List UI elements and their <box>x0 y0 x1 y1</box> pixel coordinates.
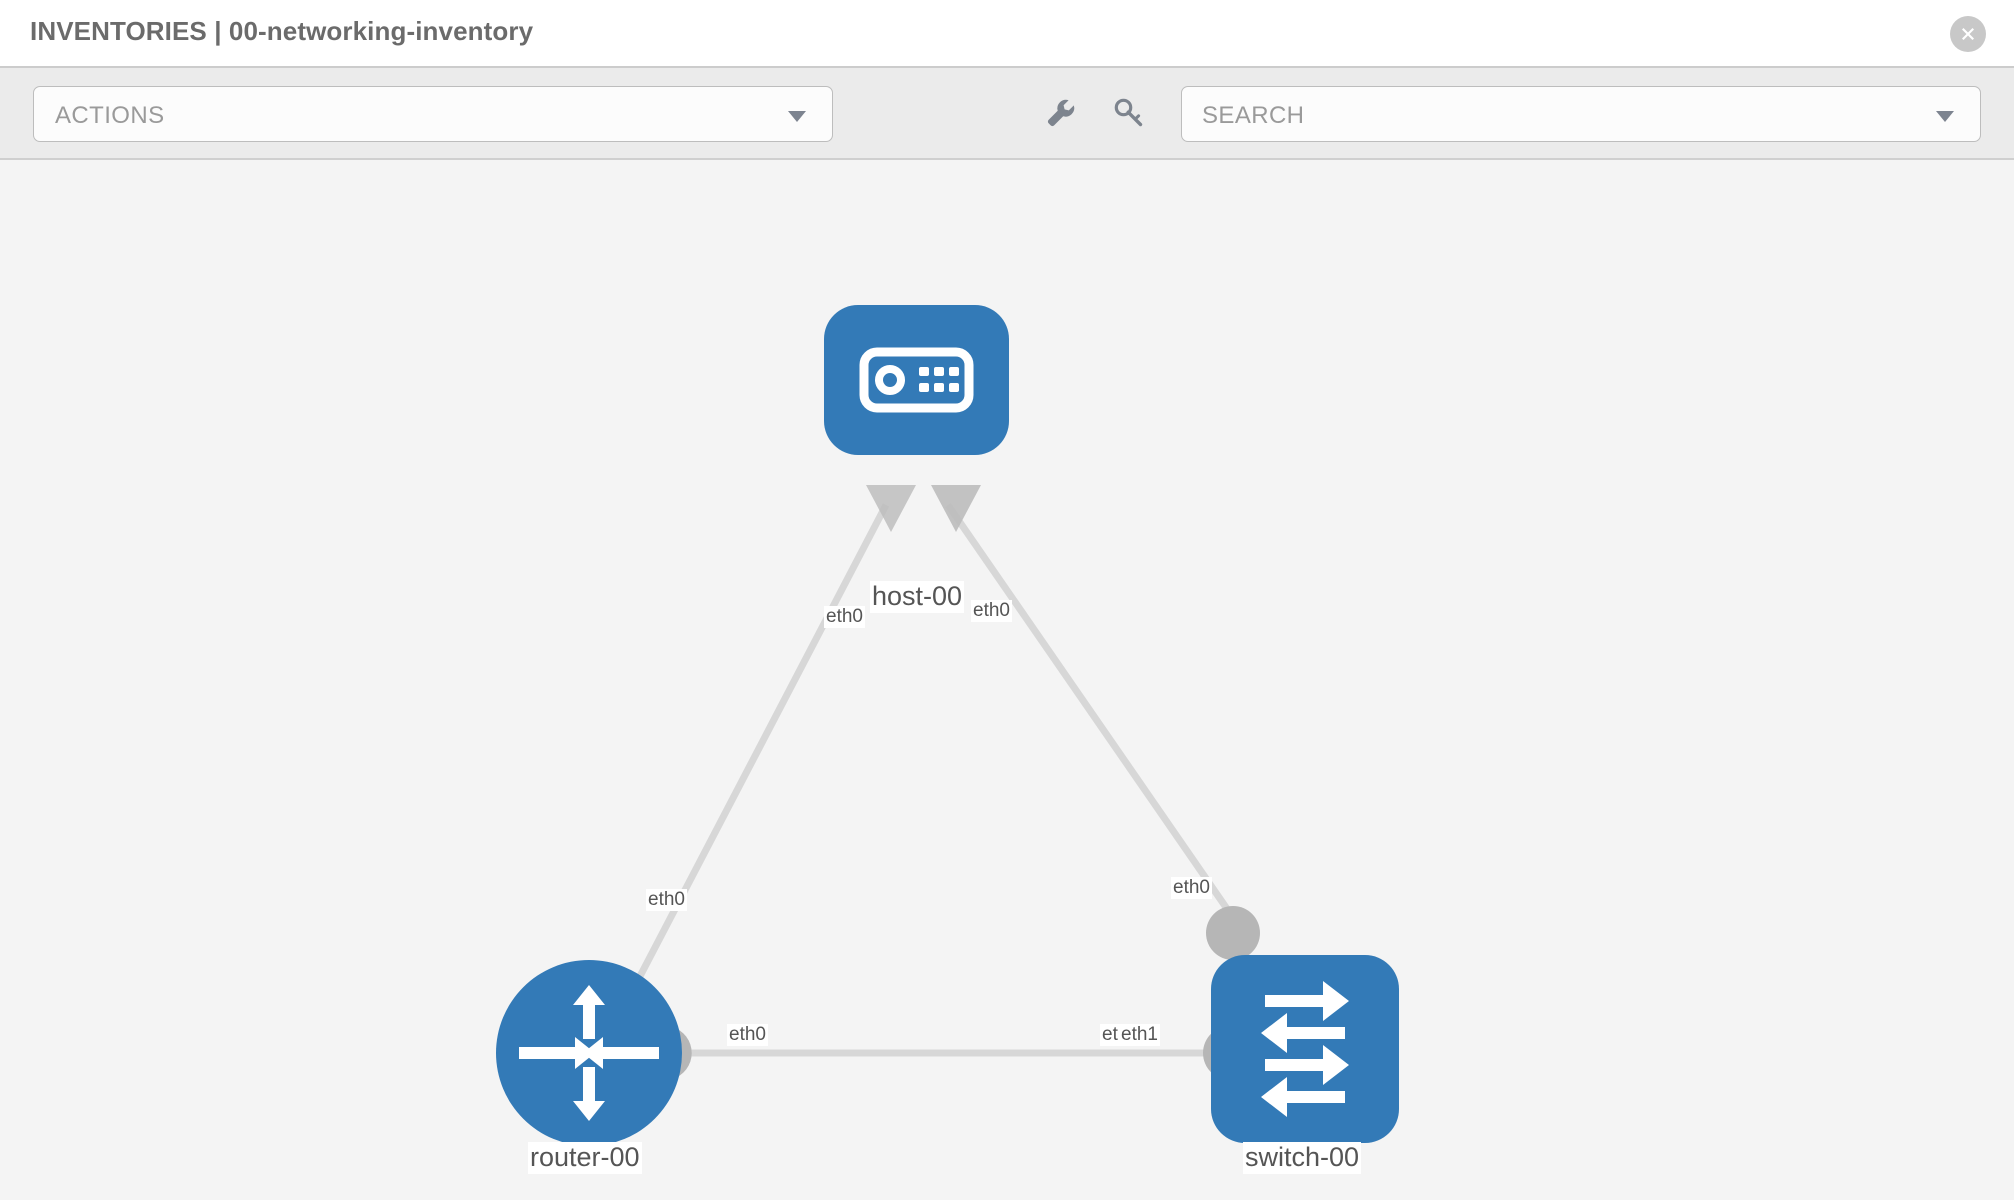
topology-graph <box>496 305 1399 1146</box>
search-placeholder: SEARCH <box>1202 102 1305 129</box>
chevron-down-icon <box>788 111 806 122</box>
node-host-00[interactable] <box>824 305 1009 455</box>
key-button[interactable] <box>1106 90 1152 136</box>
wrench-icon <box>1047 99 1075 127</box>
iface-label-switch-eth1: eth1 <box>1119 1024 1160 1047</box>
node-label-switch-00: switch-00 <box>1243 1142 1362 1174</box>
connector-nub-host-right <box>931 485 981 532</box>
title-bar: INVENTORIES | 00-networking-inventory <box>0 0 2014 68</box>
connector-nub-host-left <box>866 485 916 532</box>
actions-dropdown-label: ACTIONS <box>55 102 165 129</box>
close-button[interactable] <box>1950 16 1986 52</box>
connector-nub-switch-eth0 <box>1206 906 1260 960</box>
edge-host00-switch00[interactable] <box>945 503 1246 934</box>
iface-label-host-eth0-right: eth0 <box>971 600 1012 623</box>
topology-canvas[interactable]: eth0 eth0 eth0 eth0 eth0 eth eth1 host-0… <box>0 160 2014 1200</box>
server-icon <box>859 347 974 413</box>
page-title: INVENTORIES | 00-networking-inventory <box>30 16 534 46</box>
node-switch-00[interactable] <box>1211 955 1399 1143</box>
search-input[interactable]: SEARCH <box>1181 86 1981 142</box>
node-label-router-00: router-00 <box>528 1142 642 1174</box>
iface-label-router-eth0: eth0 <box>727 1024 768 1047</box>
key-icon <box>1114 98 1143 127</box>
iface-label-switch-eth0-up: eth0 <box>1171 877 1212 900</box>
chevron-down-icon[interactable] <box>1936 111 1954 122</box>
switch-arrows-icon <box>1261 981 1349 1117</box>
iface-label-host-eth0-left: eth0 <box>824 606 865 629</box>
router-arrows-icon <box>519 985 659 1121</box>
topology-edges <box>621 503 1248 1057</box>
edge-host00-router00[interactable] <box>621 503 890 1007</box>
close-icon <box>1962 28 1974 40</box>
wrench-button[interactable] <box>1038 90 1084 136</box>
node-router-00[interactable] <box>496 960 682 1146</box>
actions-dropdown[interactable]: ACTIONS <box>33 86 833 142</box>
toolbar: ACTIONS SEARCH <box>0 68 2014 160</box>
iface-label-router-eth0-up: eth0 <box>646 889 687 912</box>
topology-connectors <box>672 485 1260 1080</box>
node-label-host-00: host-00 <box>870 581 965 613</box>
